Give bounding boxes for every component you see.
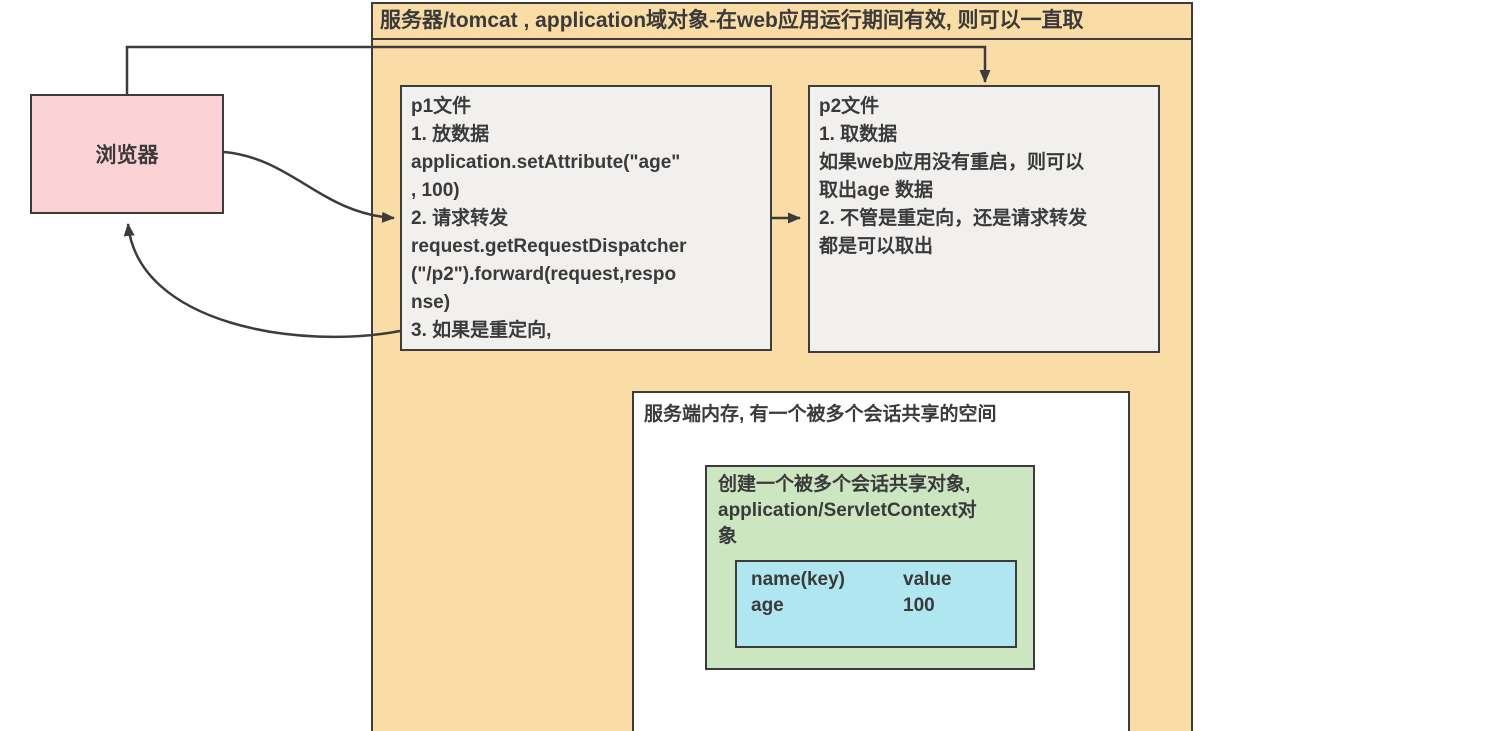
shared-object-line: application/ServletContext对: [718, 500, 977, 521]
p2-line: 都是可以取出: [819, 236, 934, 257]
p2-line: 2. 不管是重定向，还是请求转发: [819, 208, 1088, 229]
arrow-p1-to-browser: [123, 223, 401, 339]
p2-line: p2文件: [819, 96, 880, 117]
p1-line: 3. 如果是重定向,: [411, 320, 552, 341]
server-title: 服务器/tomcat , application域对象-在web应用运行期间有效…: [373, 4, 1191, 40]
p2-line: 1. 取数据: [819, 124, 898, 145]
kv-data-row: age 100: [751, 593, 1001, 619]
p2-line: 取出age 数据: [819, 180, 934, 201]
p1-line: ("/p2").forward(request,respo: [411, 264, 677, 285]
p2-file-box: p2文件 1. 取数据 如果web应用没有重启，则可以 取出age 数据 2. …: [808, 85, 1160, 353]
p1-line: 1. 放数据: [411, 124, 490, 145]
p2-line: 如果web应用没有重启，则可以: [819, 152, 1084, 173]
p1-line: request.getRequestDispatcher: [411, 236, 687, 257]
p1-file-box: p1文件 1. 放数据 application.setAttribute("ag…: [400, 85, 772, 351]
kv-cell-name: age: [751, 595, 784, 616]
shared-object-line: 创建一个被多个会话共享对象,: [718, 474, 971, 495]
p1-line: application.setAttribute("age": [411, 152, 681, 173]
kv-cell-value: 100: [903, 595, 935, 616]
p1-line: nse): [411, 292, 451, 313]
p1-line: 2. 请求转发: [411, 208, 509, 229]
kv-header-name: name(key): [751, 569, 845, 590]
kv-header-value: value: [903, 569, 952, 590]
shared-object-line: 象: [718, 526, 738, 547]
p1-line: , 100): [411, 180, 460, 201]
browser-box: 浏览器: [30, 94, 224, 214]
arrow-browser-to-p1: [223, 150, 395, 223]
p1-line: p1文件: [411, 96, 472, 117]
kv-header-row: name(key) value: [751, 567, 1001, 593]
browser-label: 浏览器: [95, 144, 159, 167]
kv-table: name(key) value age 100: [735, 560, 1017, 648]
server-memory-title: 服务端内存, 有一个被多个会话共享的空间: [644, 404, 997, 425]
